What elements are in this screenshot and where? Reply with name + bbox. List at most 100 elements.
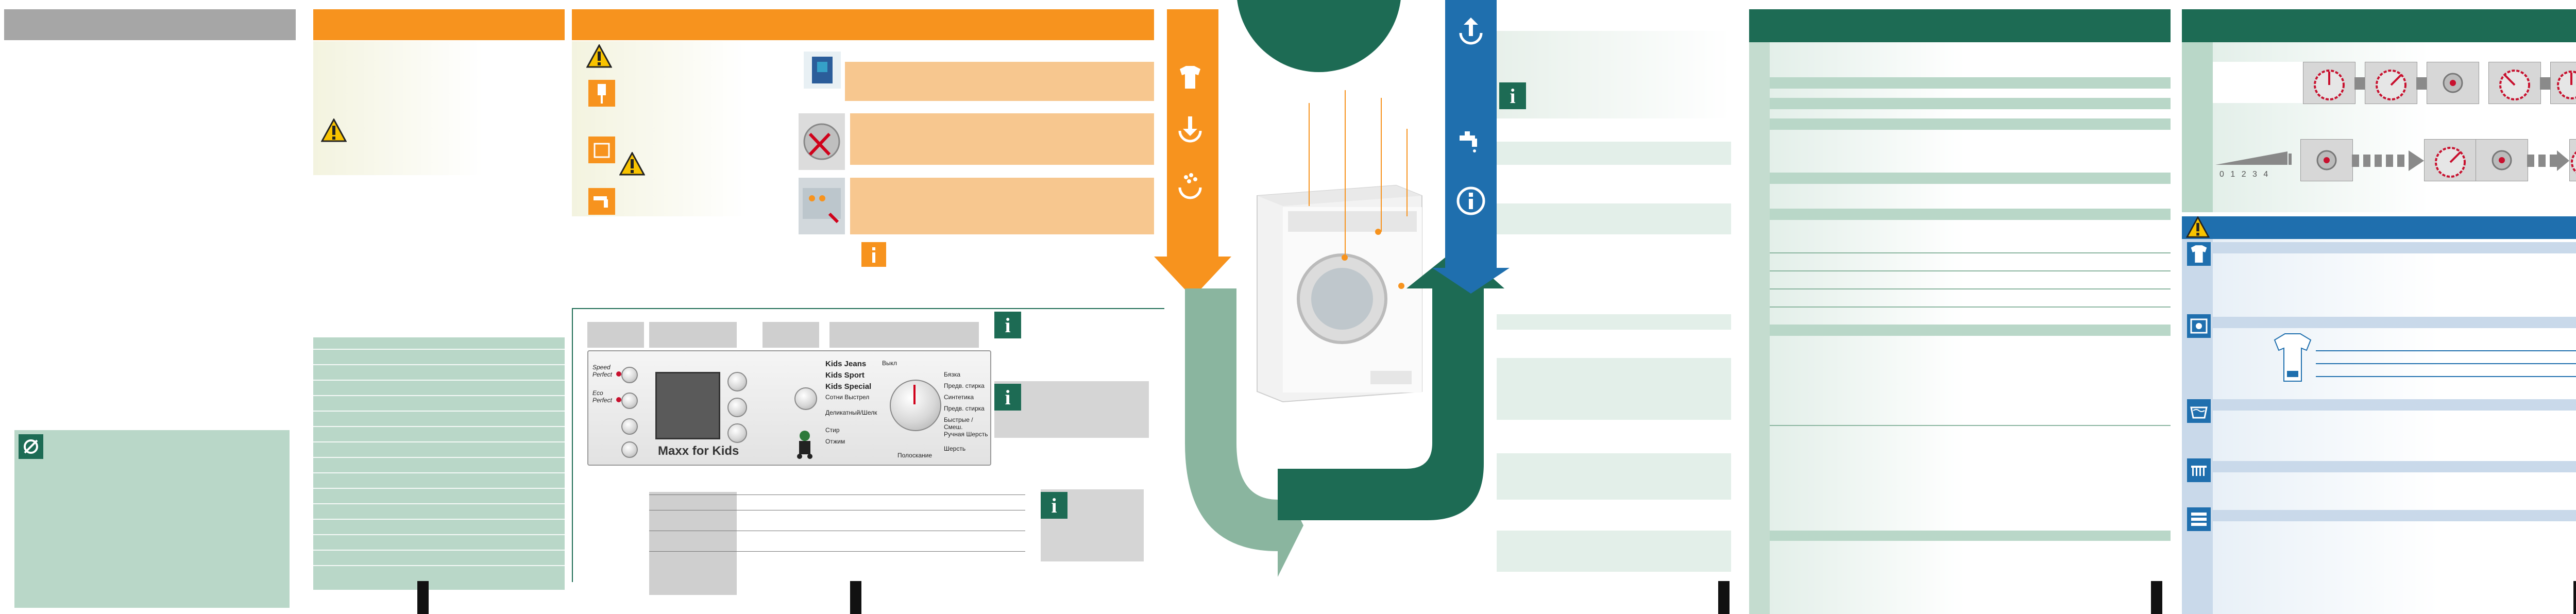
section-band-3 [1497,314,1731,330]
dial-step-1 [2303,62,2355,104]
program-off[interactable]: Выкл [882,360,897,367]
page-5: i [1497,0,1734,614]
blue-flow-bar [1445,0,1497,268]
row-band-2 [1770,98,2171,109]
page-6 [1749,0,2177,614]
program-right-7[interactable]: Ручная Шерсть [944,431,988,438]
row-rule-blue-1 [2316,350,2576,351]
warning-triangle-icon [619,152,645,176]
page-4 [1170,0,1479,614]
display-screen [655,372,720,439]
row-rule-3 [1770,288,2171,289]
program-left-7[interactable]: Отжим [825,438,845,445]
callout-line-b [1406,129,1408,216]
safety-fade-box [572,41,747,216]
option-button-1[interactable] [727,372,747,391]
start-pause-button[interactable] [794,387,817,410]
orange-header [313,9,565,40]
control-panel: Speed Perfect Eco Perfect Maxx for Kids … [587,350,991,466]
speed-perfect-button[interactable] [621,367,638,383]
green-header [1749,9,2171,42]
label-box-1 [587,322,644,348]
water-tap-icon [1455,126,1486,157]
spin-button[interactable] [621,441,638,458]
row-rule-2 [1770,270,2171,271]
load-arrow-icon [1175,113,1206,144]
label-box-3 [762,322,819,348]
callout-grey-column [649,492,737,595]
dial-step-4 [2488,62,2541,104]
program-right-8[interactable]: Шерсть [944,445,966,452]
callout-line-1 [649,494,1025,495]
option-button-3[interactable] [727,423,747,443]
dial-bottom-label: Полоскание [897,452,933,459]
row-band-6 [1770,325,2171,336]
button-step-3 [2427,62,2479,104]
info-icon: i [1499,82,1526,109]
step-arrow [2354,77,2365,90]
program-right-6[interactable]: Быстрые / Смеш. [944,416,973,431]
page-marker [417,581,429,614]
water-tap-icon [588,188,615,215]
transport-icon [588,137,615,163]
washing-machine [1247,175,1432,407]
section-band-4 [1497,358,1731,420]
step-arrow-dashed [2352,155,2409,167]
section-band-5 [1497,453,1731,500]
level-scale-digits: 0 1 2 3 4 [2219,170,2270,179]
step-band-2 [850,113,1154,165]
row-band-3 [1770,118,2171,130]
info-icon [861,242,886,267]
care-label-icon [2187,314,2211,338]
dial-step-5 [2550,62,2576,104]
page-marker [850,581,861,614]
row-band-5 [1770,209,2171,220]
brand-label: Maxx for Kids [658,444,739,458]
option-button-2[interactable] [727,398,747,417]
dial-step-d [2569,139,2576,181]
row-rule-blue-3 [2316,376,2576,377]
shirt-icon [1175,62,1206,93]
program-right-3[interactable]: Предв. стирка [944,382,985,389]
program-right-2[interactable]: Бязка [944,371,961,378]
flow-arrow-green-light [1185,288,1303,577]
section-band-2 [1497,203,1731,234]
eco-led [616,397,621,402]
step-arrow-head [2557,150,2569,171]
page-1 [0,0,304,614]
dial-step-2 [2365,62,2417,104]
row-band-1 [1770,77,2171,89]
program-left-6[interactable]: Стир [825,427,840,434]
panel-callout-frame [572,308,1164,582]
plug-icon [588,80,615,107]
note-box [14,430,290,608]
info-icon: i [994,384,1021,411]
clothes-photo [804,52,841,89]
program-kids-jeans[interactable]: Kids Jeans [825,360,867,368]
program-right-4[interactable]: Синтетика [944,394,974,401]
row-band-blue-2 [2213,317,2576,328]
program-dial[interactable] [890,380,941,431]
row-band-blue-1 [2213,242,2576,253]
step-arrow-head [2409,150,2424,171]
step-band-3 [850,178,1154,234]
program-left-5[interactable]: Деликатный/Шелк [825,409,877,416]
detergent-drawer-photo [799,178,845,234]
row-band-4 [1770,173,2171,184]
label-box-4 [829,322,979,348]
eco-perfect-button[interactable] [621,393,638,409]
program-left-4[interactable]: Cотни Выстрел [825,394,870,401]
iron-button[interactable] [621,418,638,435]
section-band-6 [1497,531,1731,572]
drum-photo [799,113,845,170]
intro-fade-box [313,41,483,175]
shirt-illustration [2269,330,2316,386]
row-rule-1 [1770,252,2171,253]
program-kids-sport[interactable]: Kids Sport [825,371,865,380]
program-right-5[interactable]: Предв. стирка [944,405,985,412]
page-marker [1718,581,1730,614]
program-kids-special[interactable]: Kids Special [825,382,872,391]
wash-basin-icon [2187,399,2211,423]
info-circle-icon [1455,185,1486,216]
info-icon: i [1041,492,1067,519]
